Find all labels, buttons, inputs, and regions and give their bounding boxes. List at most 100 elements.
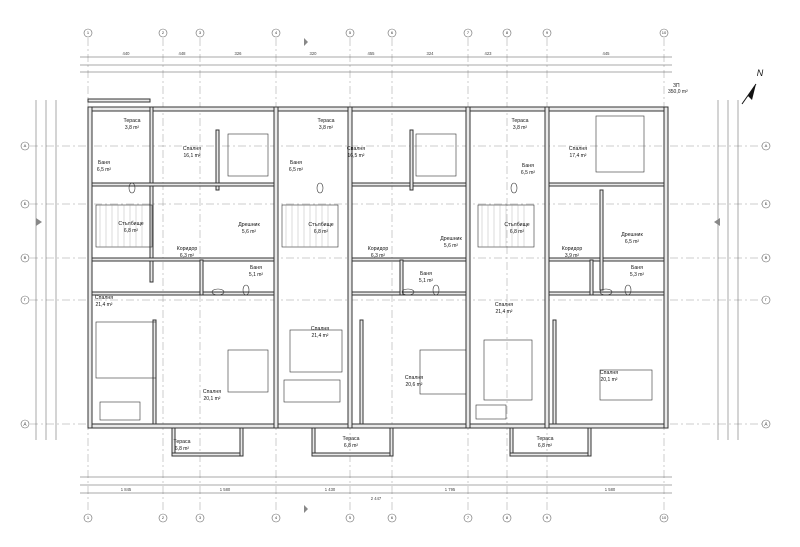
dimension-label: 326 bbox=[235, 51, 243, 56]
dimension-label: 1 580 bbox=[605, 487, 616, 492]
grid-bubble bbox=[659, 28, 669, 38]
grid-label: 8 bbox=[506, 30, 509, 35]
grid-bubble bbox=[20, 419, 30, 429]
room-area: 20,6 m² bbox=[406, 382, 423, 388]
room-name: Стълбище bbox=[118, 221, 143, 227]
room-name: Дрешник bbox=[440, 236, 462, 242]
grid-bubble bbox=[345, 513, 355, 523]
grid-label: 8 bbox=[506, 515, 509, 520]
north-arrow: N bbox=[741, 68, 764, 105]
grid-label: 1 bbox=[87, 515, 90, 520]
room-name: Коридор bbox=[562, 246, 583, 252]
dimension-label: 324 bbox=[427, 51, 435, 56]
room-area: 6,3 m² bbox=[180, 253, 195, 259]
room-name: Спалня bbox=[203, 389, 221, 395]
room-area: 5,1 m² bbox=[419, 278, 434, 284]
room-area: 16,5 m² bbox=[348, 153, 365, 159]
room-area: 6,8 m² bbox=[124, 228, 139, 234]
room-area: 3,9 m² bbox=[565, 253, 580, 259]
room-area: 6,5 m² bbox=[97, 167, 112, 173]
furniture bbox=[95, 115, 653, 421]
grid-bubble bbox=[158, 28, 168, 38]
room-area: 6,8 m² bbox=[538, 443, 553, 449]
grid-bubble bbox=[195, 513, 205, 523]
grid-bubble bbox=[195, 28, 205, 38]
grid-bubble bbox=[761, 295, 771, 305]
room-area: 21,4 m² bbox=[96, 302, 113, 308]
grid-bubble bbox=[761, 419, 771, 429]
room-name: Стълбище bbox=[308, 222, 333, 228]
room-name: Спалня bbox=[183, 146, 201, 152]
grid-label: 5 bbox=[349, 30, 352, 35]
grid-label: 4 bbox=[275, 515, 278, 520]
grid-bubble bbox=[83, 513, 93, 523]
room-name: Баня bbox=[631, 265, 643, 271]
grid-bubble bbox=[20, 253, 30, 263]
room-area: 6,8 m² bbox=[175, 446, 190, 452]
grid-label: Г bbox=[24, 297, 27, 302]
grid-bubble bbox=[463, 28, 473, 38]
total-area-code: ЗП bbox=[673, 83, 680, 89]
grid-bubble bbox=[345, 28, 355, 38]
grid-bubble bbox=[761, 199, 771, 209]
room-name: Спалня bbox=[569, 146, 587, 152]
dimension-label: 1 795 bbox=[445, 487, 456, 492]
grid-label: 5 bbox=[349, 515, 352, 520]
grid-bubble bbox=[761, 141, 771, 151]
grid-label: А bbox=[765, 143, 768, 148]
grid-label: 6 bbox=[391, 30, 394, 35]
grid-label: 3 bbox=[199, 30, 202, 35]
grid-label: 7 bbox=[467, 30, 470, 35]
grid-bubble bbox=[502, 513, 512, 523]
grid-label: Б bbox=[24, 201, 27, 206]
room-area: 5,6 m² bbox=[444, 243, 459, 249]
room-name: Спалня bbox=[95, 295, 113, 301]
grid-bubble bbox=[20, 199, 30, 209]
room-area: 17,4 m² bbox=[570, 153, 587, 159]
grid-bubble bbox=[20, 295, 30, 305]
dimension-label: 2 447 bbox=[371, 496, 382, 501]
room-name: Тераса bbox=[536, 436, 553, 442]
grid-label: В bbox=[765, 255, 768, 260]
total-area-value: 350,0 m² bbox=[668, 89, 688, 95]
room-name: Тераса bbox=[511, 118, 528, 124]
grid-bubble bbox=[761, 253, 771, 263]
north-label: N bbox=[757, 68, 764, 78]
room-area: 6,8 m² bbox=[314, 229, 329, 235]
room-name: Тераса bbox=[342, 436, 359, 442]
room-name: Баня bbox=[420, 271, 432, 277]
grid-bubble bbox=[271, 513, 281, 523]
grid-bubble bbox=[387, 28, 397, 38]
room-area: 21,4 m² bbox=[496, 309, 513, 315]
grid-label: 7 bbox=[467, 515, 470, 520]
room-area: 3,8 m² bbox=[125, 125, 140, 131]
room-name: Спалня bbox=[600, 370, 618, 376]
room-name: Баня bbox=[522, 163, 534, 169]
section-markers bbox=[36, 38, 720, 513]
room-name: Баня bbox=[98, 160, 110, 166]
dimension-label: 448 bbox=[179, 51, 187, 56]
dimension-label: 445 bbox=[603, 51, 611, 56]
